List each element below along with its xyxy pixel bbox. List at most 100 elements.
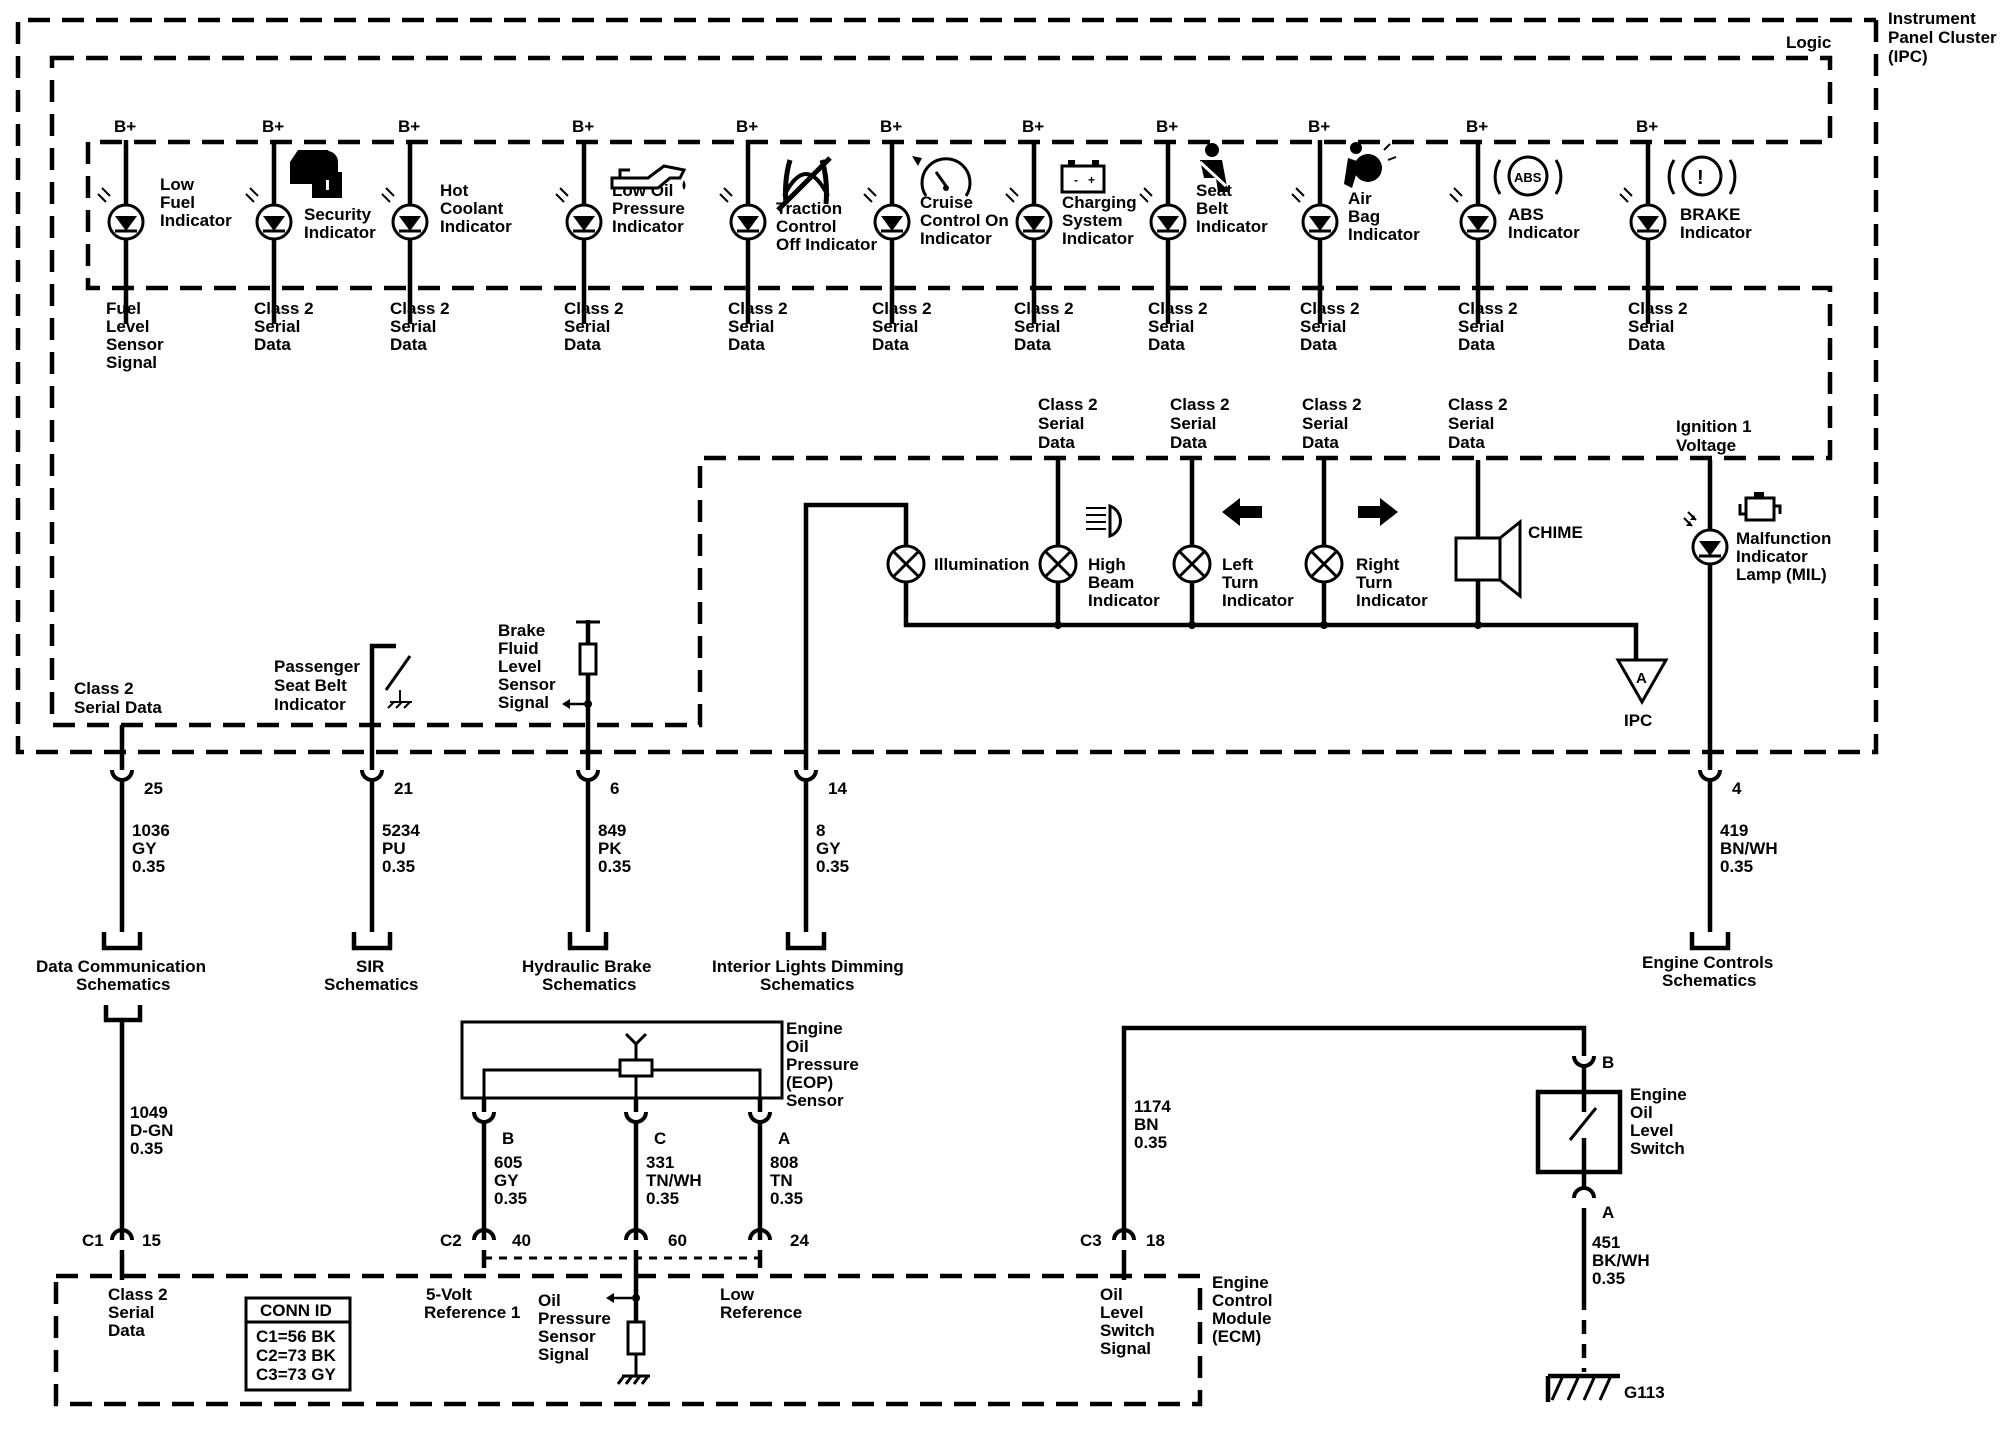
ipc-wire-14-3: 0.35 [816, 857, 849, 876]
ground-g113-icon [1545, 1373, 1620, 1402]
seat-belt-signal-1: Class 2 [1148, 299, 1208, 318]
high-beam-signal-1: Class 2 [1038, 395, 1098, 414]
ecm-c1-label-2: Serial [108, 1303, 154, 1322]
high-beam-lamp [1038, 544, 1078, 584]
eop-label-5: Sensor [786, 1091, 844, 1110]
chime-signal-2: Serial [1448, 414, 1494, 433]
right-turn-signal-3: Data [1302, 433, 1339, 452]
eop-wire-C-1: 331 [646, 1153, 674, 1172]
conn-id-row-3: C3=73 GY [256, 1365, 337, 1384]
left-turn-label-3: Indicator [1222, 591, 1294, 610]
low-oil-signal-1: Class 2 [564, 299, 624, 318]
oil-level-label-4: Switch [1630, 1139, 1685, 1158]
ecm-c2-pin-24: 24 [790, 1231, 809, 1250]
hot-coolant-label-1: Hot [440, 181, 469, 200]
seat-belt-icon [1198, 143, 1228, 192]
ipc-wire-14-2: GY [816, 839, 841, 858]
low-oil-label-2: Pressure [612, 199, 685, 218]
ipc-title-1: Instrument [1888, 9, 1976, 28]
charging-bplus-label: B+ [1022, 117, 1044, 136]
ipc-wire-4-3: 0.35 [1720, 857, 1753, 876]
conn-id-row-1: C1=56 BK [256, 1327, 337, 1346]
eop-pin-letter-C: C [654, 1129, 666, 1148]
low-fuel-signal-1: Fuel [106, 299, 141, 318]
security-signal-1: Class 2 [254, 299, 314, 318]
data-link-wire-3: 0.35 [130, 1139, 163, 1158]
low-fuel-signal-3: Sensor [106, 335, 164, 354]
right-turn-label-2: Turn [1356, 573, 1393, 592]
right-turn-label-3: Indicator [1356, 591, 1428, 610]
ipc-pin-number-21: 21 [394, 779, 413, 798]
eop-sensor [460, 1020, 784, 1100]
ecm-c3-label-1: Oil [1100, 1285, 1123, 1304]
hot-coolant-label-2: Coolant [440, 199, 504, 218]
seat-belt-bplus-label: B+ [1156, 117, 1178, 136]
ecm-c3-connector [1112, 1228, 1136, 1280]
abs-icon: ABS [1493, 155, 1563, 197]
passenger-belt-2: Seat Belt [274, 676, 347, 695]
ipc-wire-14-1: 8 [816, 821, 825, 840]
ipc-ground-symbol [1615, 658, 1669, 706]
chime-label: CHIME [1528, 523, 1583, 542]
air-bag-bplus-label: B+ [1308, 117, 1330, 136]
ipc-wire-25-3: 0.35 [132, 857, 165, 876]
dest-dimming-1: Interior Lights Dimming [712, 957, 904, 976]
ipc-wire-6-2: PK [598, 839, 622, 858]
conn-id-title: CONN ID [260, 1301, 332, 1320]
illumination-label: Illumination [934, 555, 1029, 574]
high-beam-icon [1086, 503, 1122, 539]
brake-label-2: Indicator [1680, 223, 1752, 242]
low-oil-label-3: Indicator [612, 217, 684, 236]
brake-label-1: BRAKE [1680, 205, 1740, 224]
ipc-connector-pins: 251036GY0.35215234PU0.356849PK0.35148GY0… [101, 769, 1778, 951]
ecm-c2-ref5v-2: Reference 1 [424, 1303, 520, 1322]
left-turn-label-1: Left [1222, 555, 1254, 574]
air-bag-signal-2: Serial [1300, 317, 1346, 336]
brake-fluid-3: Level [498, 657, 541, 676]
brake-warning-icon: ! [1667, 155, 1737, 197]
svg-text:ABS: ABS [1514, 170, 1542, 185]
cruise-label-1: Cruise [920, 193, 973, 212]
ipc-wire-4-2: BN/WH [1720, 839, 1778, 858]
ipc-pin-number-4: 4 [1732, 779, 1742, 798]
chime-signal-1: Class 2 [1448, 395, 1508, 414]
ecm-label-1: Engine [1212, 1273, 1269, 1292]
hot-coolant-signal-3: Data [390, 335, 427, 354]
brake-fluid-2: Fluid [498, 639, 539, 658]
security-car-lock-icon [290, 150, 342, 198]
ecm-boundary [53, 1273, 1203, 1407]
brake-fluid-5: Signal [498, 693, 549, 712]
security-label-2: Indicator [304, 223, 376, 242]
air-bag-label-3: Indicator [1348, 225, 1420, 244]
ipc-pin-number-14: 14 [828, 779, 847, 798]
oil-level-label-2: Oil [1630, 1103, 1653, 1122]
charging-signal-2: Serial [1014, 317, 1060, 336]
high-beam-signal-3: Data [1038, 433, 1075, 452]
brake-signal-2: Serial [1628, 317, 1674, 336]
logic-label: Logic [1786, 33, 1831, 52]
illumination-lamp [886, 544, 926, 584]
ecm-c2-pin-60: 60 [668, 1231, 687, 1250]
ipc-ground-label: IPC [1624, 711, 1652, 730]
ipc-outer-boundary [15, 17, 1879, 755]
abs-signal-3: Data [1458, 335, 1495, 354]
charging-signal-1: Class 2 [1014, 299, 1074, 318]
ecm-label-2: Control [1212, 1291, 1272, 1310]
low-fuel-label-3: Indicator [160, 211, 232, 230]
eop-wire-A-1: 808 [770, 1153, 798, 1172]
cruise-signal-3: Data [872, 335, 909, 354]
low-fuel-signal-4: Signal [106, 353, 157, 372]
ipc-wire-4-1: 419 [1720, 821, 1748, 840]
ipc-title-3: (IPC) [1888, 47, 1928, 66]
dest-sir-1: SIR [356, 957, 384, 976]
